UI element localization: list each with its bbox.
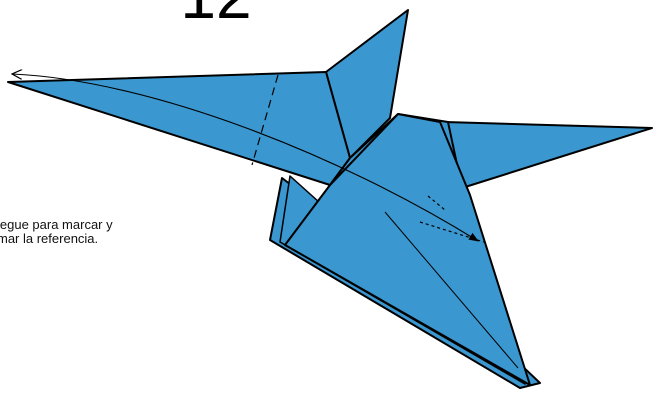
right-spike bbox=[445, 122, 652, 188]
left-wing bbox=[8, 72, 350, 185]
